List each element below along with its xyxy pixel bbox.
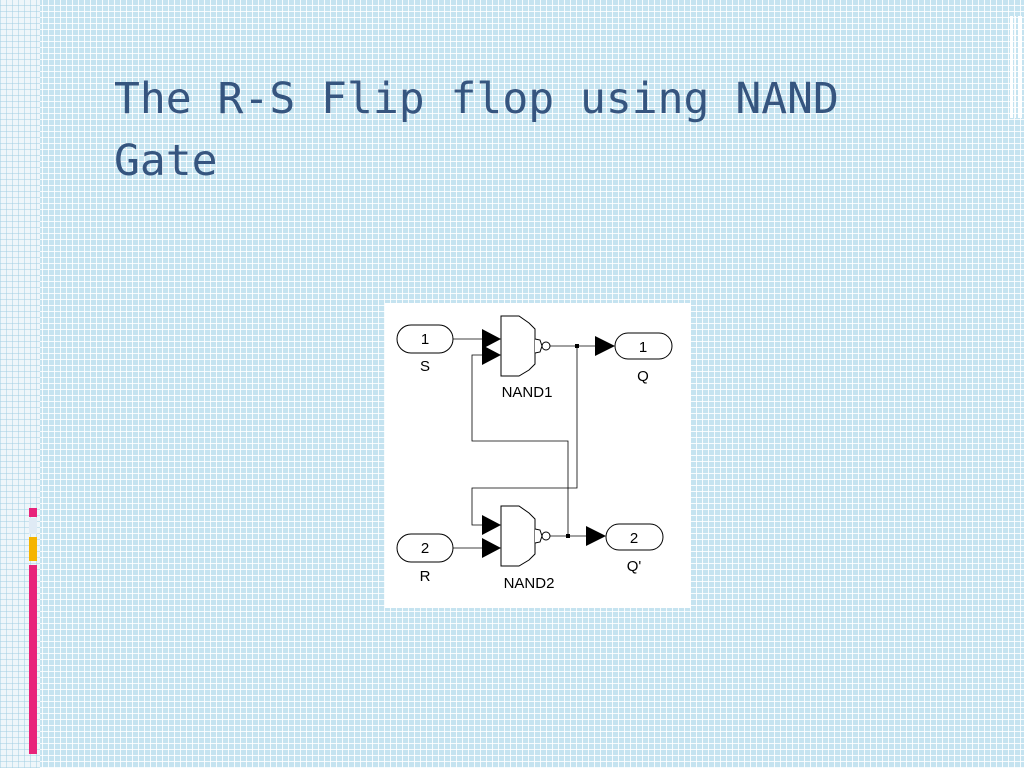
outport-q-prime-label: Q' — [627, 558, 642, 575]
accent-bar-yellow — [29, 537, 37, 561]
outport-q-label: Q — [637, 368, 649, 385]
junction-dot — [575, 344, 579, 348]
inport-r-number: 2 — [421, 540, 429, 557]
accent-bar-pink-small — [29, 508, 37, 517]
nand-gate-1-label: NAND1 — [502, 384, 553, 401]
nand-gate-2-label: NAND2 — [504, 575, 555, 592]
output-arrows — [586, 336, 615, 546]
wires — [453, 338, 595, 549]
inport-r[interactable]: 2 R — [396, 533, 454, 585]
junction-dot — [566, 534, 570, 538]
outport-q-number: 1 — [639, 339, 647, 356]
accent-bar-light — [29, 518, 37, 534]
slide-title: The R-S Flip flop using NAND Gate — [114, 74, 839, 186]
inport-s-label: S — [420, 358, 430, 375]
inport-s[interactable]: 1 S — [396, 324, 454, 375]
gate-input-arrows — [482, 329, 501, 558]
outport-q-prime[interactable]: 2 Q' — [605, 523, 664, 575]
outport-q[interactable]: 1 Q — [614, 332, 673, 385]
inport-s-number: 1 — [421, 331, 429, 348]
nand-gate-1[interactable]: NAND1 — [500, 315, 553, 401]
inport-r-label: R — [420, 568, 431, 585]
circuit-diagram: 1 S 2 R — [385, 303, 691, 608]
nand-gate-2[interactable]: NAND2 — [500, 505, 555, 592]
accent-bar-pink-long — [29, 565, 37, 754]
left-strip — [0, 0, 40, 768]
outport-q-prime-number: 2 — [630, 530, 638, 547]
corner-stripes-decoration — [1010, 16, 1024, 118]
